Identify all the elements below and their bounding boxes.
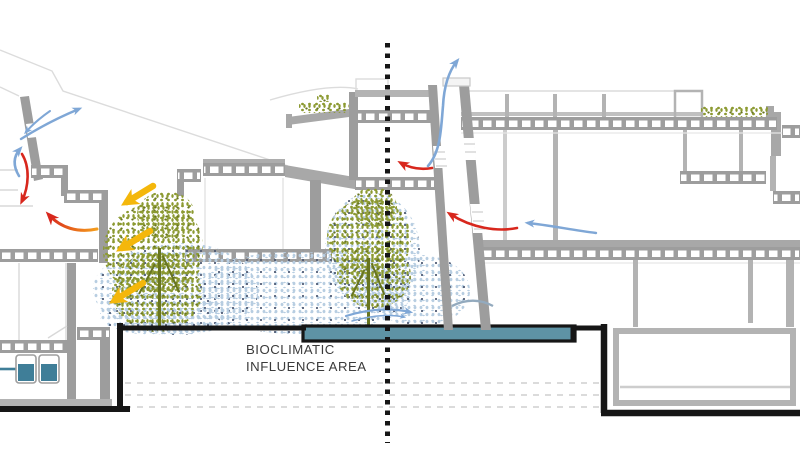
tree-2-trunk	[367, 258, 370, 328]
bioclimatic-influence-area-label: BIOCLIMATIC INFLUENCE AREA	[246, 342, 367, 375]
tree-1-trunk	[158, 248, 161, 330]
center-building-structure	[177, 90, 433, 252]
floor-slab-hatch	[356, 180, 434, 187]
airflow-arrows	[12, 58, 598, 322]
bioclimatic-boundary-outline	[0, 323, 800, 417]
cool-air-arrow	[12, 146, 23, 178]
label-line-1: BIOCLIMATIC	[246, 342, 335, 357]
section-axis-dotted-line	[385, 43, 390, 443]
sun-arrow	[115, 227, 154, 252]
floor-slab-hatch	[204, 166, 284, 173]
water-tanks	[0, 354, 60, 384]
warm-air-arrow	[446, 211, 519, 231]
floor-slab-hatch	[178, 172, 200, 179]
label-line-2: INFLUENCE AREA	[246, 358, 367, 374]
cool-air-arrow	[24, 110, 51, 135]
floor-slab-hatch	[65, 193, 104, 200]
floor-slab-hatch	[78, 330, 109, 337]
green-roof-strip	[317, 93, 331, 102]
cool-air-arrow	[351, 313, 407, 322]
pool-surface-swoosh	[451, 299, 494, 308]
solar-radiation-arrows	[108, 182, 157, 304]
ground-datum-dashed-line	[125, 382, 603, 384]
green-roof-strip	[299, 101, 349, 113]
tree-2-foliage	[337, 244, 411, 308]
floor-slab-hatch	[681, 174, 765, 181]
floor-slab-hatch	[462, 120, 776, 127]
sun-arrow	[108, 279, 147, 304]
cool-air-arrow	[19, 107, 83, 141]
warm-air-arrow	[397, 160, 434, 171]
basement-structure	[613, 328, 796, 406]
ventilation-shaft	[428, 77, 491, 330]
faint-roof-outlines	[0, 49, 700, 167]
ground-datum-dashed-line	[125, 394, 603, 396]
ground-datum-dashed-line	[125, 406, 603, 408]
floor-slab-hatch	[1, 252, 97, 259]
stack-effect-arrow	[426, 58, 460, 168]
floor-slab-hatch	[358, 113, 432, 120]
warm-air-arrow	[20, 152, 30, 205]
water-pool	[301, 324, 577, 343]
cool-air-arrow	[524, 219, 598, 235]
floor-slab-hatch	[783, 128, 799, 135]
left-building-structure	[0, 96, 112, 407]
sun-arrow	[121, 182, 157, 206]
floor-slab-hatch	[476, 250, 799, 257]
floor-slab-hatch	[32, 168, 64, 175]
cool-air-arrow	[344, 307, 414, 318]
floor-slab-hatch	[774, 194, 799, 201]
right-building-structure	[461, 89, 800, 327]
warm-air-arrow	[45, 211, 99, 232]
floor-slab-hatch	[1, 343, 67, 350]
green-roof-strip	[701, 105, 768, 117]
